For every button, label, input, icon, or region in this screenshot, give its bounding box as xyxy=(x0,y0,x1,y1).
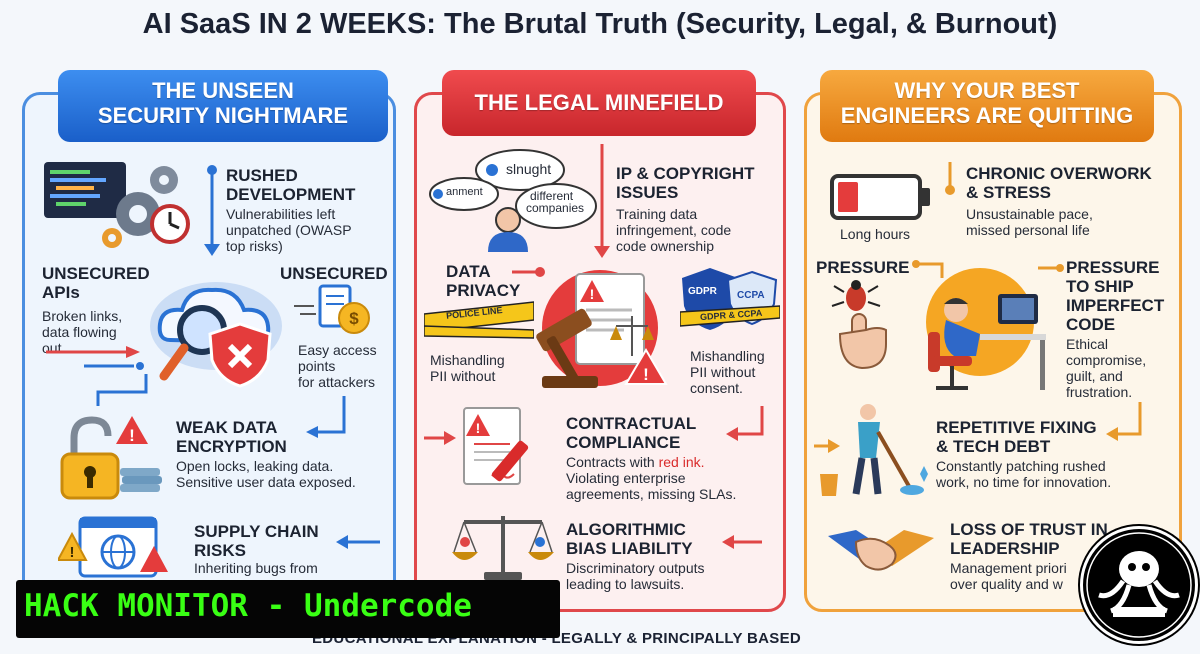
repetitive-fixing-heading: REPETITIVE FIXING& TECH DEBT xyxy=(936,418,1097,456)
octopus-icon xyxy=(1086,532,1192,638)
svg-text:!: ! xyxy=(643,365,649,384)
bubble-companies: companies xyxy=(526,201,585,215)
contractual-compliance-desc: Contracts with red ink. Violating enterp… xyxy=(566,454,737,502)
hack-monitor-box xyxy=(16,580,560,638)
code-gears-icon xyxy=(44,162,190,248)
main-title: AI SaaS IN 2 WEEKS: The Brutal Truth (Se… xyxy=(142,8,1058,40)
speech-bubbles-icon xyxy=(429,149,597,252)
gdpr-label: GDPR xyxy=(688,286,717,297)
hack-monitor-watermark: HACK MONITOR - Undercode xyxy=(24,588,472,624)
chronic-overwork-heading: CHRONIC OVERWORK& STRESS xyxy=(966,164,1152,202)
document-coin-icon: $ xyxy=(294,284,370,334)
pressure-arrow xyxy=(912,260,944,278)
svg-text:!: ! xyxy=(590,286,595,302)
bubble-different: different xyxy=(530,189,574,203)
fixing-left-arrow xyxy=(814,439,840,453)
gdpr-ccpa-icon xyxy=(680,268,780,330)
fixing-right-arrow xyxy=(1106,402,1142,441)
ship-arrow xyxy=(1038,264,1064,272)
svg-text:!: ! xyxy=(476,420,481,436)
browser-globe-icon: ! xyxy=(58,516,168,578)
cloud-shield-icon xyxy=(150,282,282,388)
contract-right-arrow xyxy=(726,406,764,441)
svg-text:!: ! xyxy=(70,544,75,561)
bias-scale-icon xyxy=(452,516,554,580)
supply-arrow xyxy=(336,535,380,549)
supply-chain-desc: Inheriting bugs from xyxy=(194,560,318,576)
weak-encryption-desc: Open locks, leaking data.Sensitive user … xyxy=(176,458,356,490)
contract-left-arrow xyxy=(424,431,456,445)
long-hours-label: Long hours xyxy=(840,226,911,242)
svg-text:!: ! xyxy=(129,426,135,445)
contract-pen-icon: ! xyxy=(463,407,529,485)
bubble-anment: anment xyxy=(446,186,483,198)
apis-arrow xyxy=(46,346,144,370)
stressed-engineer-icon xyxy=(926,268,1046,390)
ccpa-label: CCPA xyxy=(737,290,765,301)
pressure-heading: PRESSURE xyxy=(816,258,910,277)
mopping-engineer-icon xyxy=(820,404,928,496)
apis-down-arrow xyxy=(96,374,148,406)
ip-arrow xyxy=(594,144,610,258)
low-battery-icon xyxy=(830,174,930,220)
bug-finger-icon xyxy=(831,280,887,370)
rushed-arrow xyxy=(204,165,220,256)
open-lock-icon: ! xyxy=(60,416,162,500)
handshake-icon xyxy=(828,530,934,571)
chronic-overwork-desc: Unsustainable pace,missed personal life xyxy=(966,206,1093,238)
octopus-logo xyxy=(1080,526,1198,644)
overwork-arrow xyxy=(945,162,955,195)
police-tape-left xyxy=(424,301,534,339)
legal-banner: THE LEGAL MINEFIELD xyxy=(442,70,756,136)
svg-text:$: $ xyxy=(349,309,359,328)
unsecured-heading: UNSECURED xyxy=(280,264,388,283)
bias-arrow xyxy=(722,535,762,549)
bubble-slnught: slnught xyxy=(506,161,552,177)
gavel-document-icon: ! ! xyxy=(536,270,668,388)
unsecured-arrow xyxy=(306,396,346,438)
privacy-arrow xyxy=(512,267,545,277)
